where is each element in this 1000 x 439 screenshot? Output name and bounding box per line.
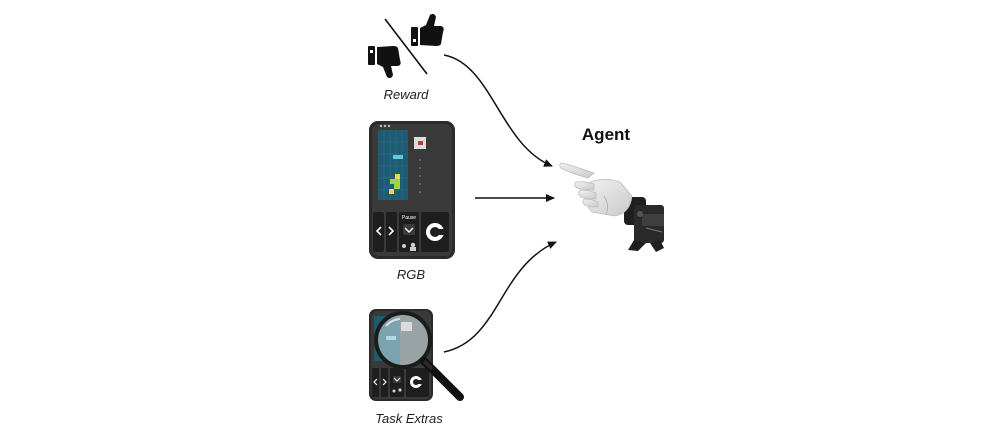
reward-arrow [443, 54, 553, 167]
agent-title: Agent [581, 125, 631, 144]
robot-hand-icon [559, 162, 664, 252]
thumbs-up-down-icon [368, 13, 444, 79]
magnifier-phone-screen [369, 309, 464, 401]
task-extras-arrow [443, 241, 557, 353]
thumbs-up-icon [411, 13, 444, 46]
game-well [378, 130, 408, 200]
rgb-caption: RGB [396, 267, 426, 282]
magnifier-lens [374, 311, 432, 369]
reward-caption: Reward [383, 87, 429, 102]
pause-label: Pause [402, 215, 416, 221]
slash-divider [384, 18, 428, 75]
task-extras-caption: Task Extras [375, 411, 443, 426]
tetris-phone-screen: Pause [369, 121, 455, 259]
thumbs-down-icon [368, 46, 401, 79]
